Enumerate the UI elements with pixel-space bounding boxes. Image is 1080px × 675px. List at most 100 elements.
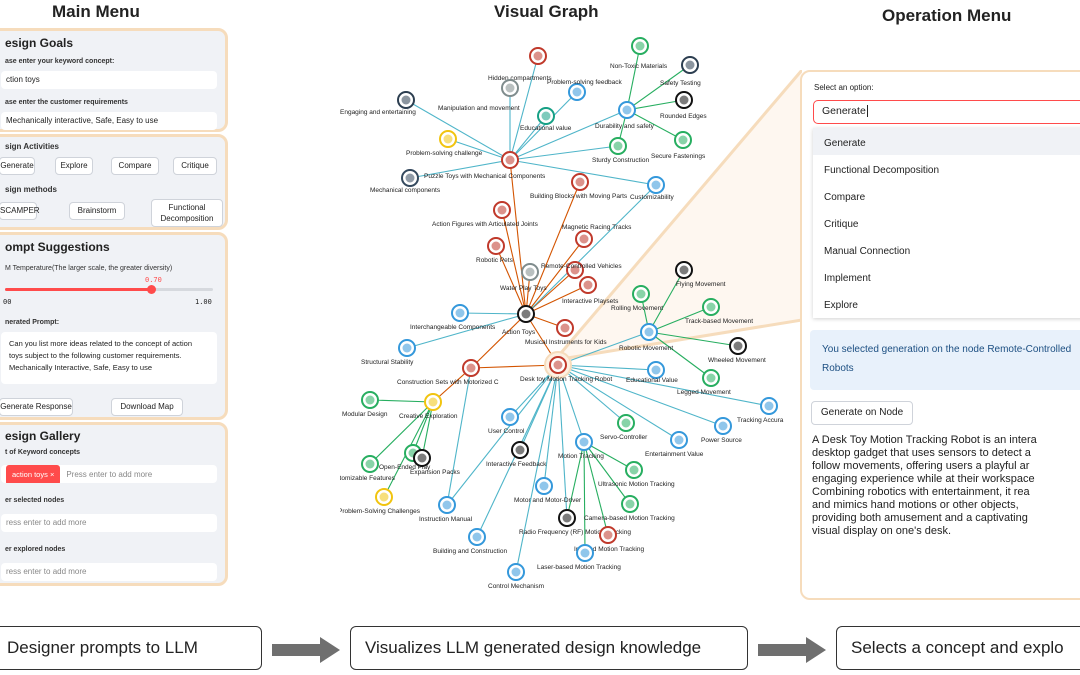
graph-node-action[interactable]: Action Toys <box>502 305 536 336</box>
temperature-track[interactable] <box>5 285 213 294</box>
graph-node-intfb[interactable]: Interactive Feedback <box>486 441 547 468</box>
option-select[interactable]: Generate <box>813 100 1080 124</box>
critique-button[interactable]: Critique <box>173 157 217 175</box>
node-image-icon <box>466 363 476 373</box>
graph-node-interchange[interactable]: Interchangeable Components <box>410 304 496 331</box>
decomposition-label: Decomposition <box>160 214 214 223</box>
node-image-icon <box>505 83 515 93</box>
graph-node-rounded[interactable]: Rounded Edges <box>660 91 707 120</box>
graph-node-instr[interactable]: Instruction Manual <box>419 496 473 523</box>
graph-node-engage[interactable]: Engaging and entertaining <box>340 91 416 116</box>
explore-button[interactable]: Explore <box>55 157 93 175</box>
graph-node-trackacc[interactable]: Tracking Accura <box>737 397 784 424</box>
keyword-chip[interactable]: action toys × <box>6 465 61 483</box>
graph-node-nontoxic[interactable]: Non-Toxic Materials <box>610 37 668 70</box>
generate-button[interactable]: Generate <box>0 157 35 175</box>
option-critique[interactable]: Critique <box>824 219 859 230</box>
graph-node-eduval[interactable]: Educational Value <box>626 361 678 384</box>
graph-node-edu[interactable]: Educational value <box>520 107 572 132</box>
graph-node-custfeat[interactable]: Customizable Features <box>340 455 396 482</box>
graph-node-wheeled[interactable]: Wheeled Movement <box>708 337 766 364</box>
graph-node-hidden[interactable]: Hidden compartments <box>488 47 552 82</box>
scamper-button[interactable]: SCAMPER <box>0 202 40 220</box>
graph-node-mech[interactable]: Mechanical components <box>370 169 441 194</box>
node-image-icon <box>651 365 661 375</box>
graph-node-servo[interactable]: Servo-Controller <box>600 414 648 441</box>
graph-node-flying[interactable]: Flying Movement <box>675 261 726 288</box>
compare-button[interactable]: Compare <box>111 157 159 175</box>
graph-node-rfmotion[interactable]: Radio Frequency (RF) Motion Tracking <box>519 509 631 536</box>
graph-node-expansion[interactable]: Expansion Packs <box>410 449 461 476</box>
keyword-concepts-input[interactable]: action toys ×Press enter to add more <box>1 465 217 483</box>
option-compare[interactable]: Compare <box>824 192 866 203</box>
graph-node-robopets[interactable]: Robotic Pets <box>476 237 514 264</box>
graph-node-legged[interactable]: Legged Movement <box>677 369 731 396</box>
generate-on-node-button[interactable]: Generate on Node <box>811 401 913 425</box>
graph-node-laser[interactable]: Laser-based Motion Tracking <box>537 544 621 571</box>
node-label: Durability and safety <box>595 123 655 130</box>
graph-edge <box>626 64 691 111</box>
graph-node-motor[interactable]: Motor and Motor-Driver <box>514 477 582 504</box>
graph-node-building[interactable]: Building and Construction <box>433 528 507 555</box>
keyword-input[interactable]: ction toys <box>1 71 217 89</box>
graph-node-custom[interactable]: Customizability <box>630 176 674 201</box>
generated-prompt-textarea[interactable]: Can you list more ideas related to the c… <box>1 332 217 384</box>
graph-node-modular[interactable]: Modular Design <box>342 391 388 418</box>
graph-node-manip[interactable]: Manipulation and movement <box>438 79 520 112</box>
graph-node-blocks[interactable]: Building Blocks with Moving Parts <box>530 173 628 200</box>
graph-node-figures[interactable]: Action Figures with Articulated Joints <box>432 201 539 228</box>
graph-node-puzzle[interactable]: Puzzle Toys with Mechanical Components <box>424 151 546 180</box>
option-functional-decomposition[interactable]: Functional Decomposition <box>824 165 940 176</box>
graph-node-musical[interactable]: Musical Instruments for Kids <box>525 319 607 346</box>
node-label: Construction Sets with Motorized C <box>397 379 499 386</box>
graph-node-durab[interactable]: Durability and safety <box>595 101 655 130</box>
graph-node-structural[interactable]: Structural Stability <box>361 339 416 366</box>
brainstorm-button[interactable]: Brainstorm <box>69 202 125 220</box>
node-image-icon <box>511 567 521 577</box>
graph-node-probsolv[interactable]: Problem-Solving Challenges <box>340 488 421 515</box>
graph-node-probfb[interactable]: Problem-solving feedback <box>547 79 623 101</box>
graph-node-secure[interactable]: Secure Fastenings <box>651 131 706 160</box>
graph-node-infrared[interactable]: Infrared Motion Tracking <box>574 526 644 553</box>
download-map-button[interactable]: Download Map <box>111 398 183 416</box>
option-manual-connection[interactable]: Manual Connection <box>824 246 911 257</box>
graph-node-deskbot[interactable]: Desk toy Motion Tracking Robot <box>520 356 612 383</box>
node-image-icon <box>635 41 645 51</box>
temperature-fill <box>5 288 151 291</box>
temperature-thumb[interactable] <box>146 285 156 294</box>
functional-decomposition-button[interactable]: Functional Decomposition <box>151 199 223 227</box>
graph-node-magnetic[interactable]: Magnetic Racing Tracks <box>562 224 632 248</box>
graph-node-ctrlmech[interactable]: Control Mechanism <box>488 563 544 590</box>
graph-node-ent[interactable]: Entertainment Value <box>645 431 704 458</box>
explored-nodes-input[interactable]: ress enter to add more <box>1 563 217 581</box>
graph-node-sturdy[interactable]: Sturdy Construction <box>592 137 649 164</box>
graph-node-ultra[interactable]: Ultrasonic Motion Tracking <box>598 461 675 488</box>
graph-node-robomove[interactable]: Robotic Movement <box>619 323 673 352</box>
graph-edge <box>406 313 527 349</box>
graph-node-safety[interactable]: Safety Testing <box>660 56 701 87</box>
graph-edge <box>557 364 657 371</box>
graph-node-water[interactable]: Water Play Toys <box>500 263 547 292</box>
graph-node-motiontr[interactable]: Motion Tracking <box>558 433 604 460</box>
knowledge-graph[interactable]: Hidden compartments Non-Toxic MaterialsSa… <box>340 30 800 600</box>
graph-node-probch[interactable]: Problem-solving challenge <box>406 130 483 157</box>
graph-node-playsets[interactable]: Interactive Playsets <box>562 276 619 305</box>
option-implement[interactable]: Implement <box>824 273 871 284</box>
graph-node-track[interactable]: Track-based Movement <box>685 298 753 325</box>
requirements-input[interactable]: Mechanically interactive, Safe, Easy to … <box>1 112 217 130</box>
temperature-max: 1.00 <box>195 298 212 306</box>
graph-node-construct[interactable]: Construction Sets with Motorized C <box>397 359 499 386</box>
graph-node-userctl[interactable]: User Control <box>488 408 525 435</box>
node-label: Action Figures with Articulated Joints <box>432 221 539 228</box>
graph-node-rolling[interactable]: Rolling Movement <box>611 285 663 312</box>
generate-response-button[interactable]: Generate Response <box>0 398 73 416</box>
graph-node-rcv[interactable]: Remote-Controlled Vehicles <box>541 261 622 279</box>
graph-node-camera[interactable]: Camera-based Motion Tracking <box>584 495 675 522</box>
chip-remove-icon[interactable]: × <box>49 470 55 479</box>
graph-node-creative[interactable]: Creative Exploration <box>399 393 458 420</box>
option-generate[interactable]: Generate <box>824 138 866 149</box>
graph-node-power[interactable]: Power Source <box>701 417 742 444</box>
option-explore[interactable]: Explore <box>824 300 858 311</box>
node-label: Water Play Toys <box>500 285 547 292</box>
selected-nodes-input[interactable]: ress enter to add more <box>1 514 217 532</box>
